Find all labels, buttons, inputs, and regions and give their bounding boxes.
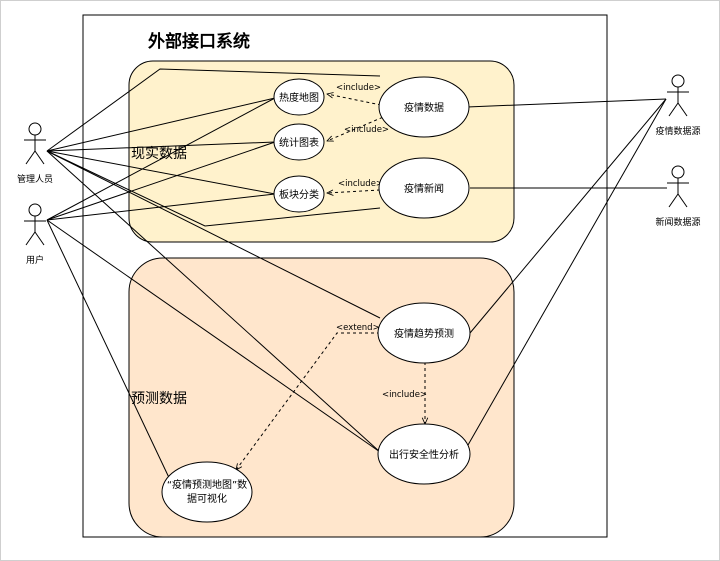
assoc-user-stats (46, 141, 276, 221)
usecase-epidemic-data-label: 疫情数据 (404, 101, 444, 114)
usecase-board[interactable]: 板块分类 (273, 175, 325, 213)
usecase-travel[interactable]: 出行安全性分析 (377, 423, 471, 485)
real-data-label: 现实数据 (131, 146, 187, 162)
relation-labels: <include> <include> <include> <include> … (336, 83, 427, 400)
include-arrow-stats (327, 114, 389, 141)
assoc-user-heatmap (46, 97, 276, 221)
assoc-admin-epidemic-news (46, 150, 381, 227)
actor-news-source[interactable] (667, 165, 689, 208)
dependencies (236, 94, 425, 470)
assoc-source-travel (463, 98, 667, 453)
actor-admin[interactable] (24, 122, 46, 165)
assoc-source-trend (469, 98, 667, 334)
actor-admin-head (28, 122, 42, 136)
usecase-travel-label: 出行安全性分析 (389, 448, 459, 461)
usecase-board-label: 板块分类 (279, 188, 319, 201)
include-arrow-board (327, 190, 381, 193)
assoc-user-board (46, 193, 276, 221)
assoc-admin-board (46, 150, 276, 195)
usecase-epidemic-data[interactable]: 疫情数据 (378, 76, 470, 138)
actor-epidemic-source[interactable] (667, 74, 689, 117)
actor-news-source-head (671, 165, 685, 179)
usecase-trend[interactable]: 疫情趋势预测 (377, 302, 471, 364)
assoc-source-epidemic-data (466, 98, 667, 108)
assoc-admin-trend (46, 150, 381, 319)
assoc-admin-epidemic-data (46, 68, 381, 152)
actor-user[interactable] (24, 203, 46, 246)
actor-user-label: 用户 (26, 254, 44, 266)
usecase-map-vis-label-2: 据可视化 (187, 492, 227, 505)
include-label-2: <include> (344, 125, 389, 135)
actor-news-source-label: 新闻数据源 (655, 216, 700, 228)
usecase-stats[interactable]: 统计图表 (273, 123, 325, 161)
usecase-epidemic-news-label: 疫情新闻 (404, 182, 444, 195)
actor-admin-label: 管理人员 (17, 173, 53, 185)
usecase-map-vis-label-1: “疫情预测地图”数 (167, 478, 247, 491)
actor-epidemic-source-head (671, 74, 685, 88)
usecase-heatmap[interactable]: 热度地图 (273, 78, 325, 116)
associations (46, 68, 667, 485)
assoc-user-map-vis (46, 219, 173, 485)
include-label-4: <include> (382, 390, 427, 400)
extend-label: <extend> (336, 323, 380, 333)
system-title: 外部接口系统 (148, 31, 250, 52)
predict-data-label: 预测数据 (131, 391, 187, 407)
actor-epidemic-source-label: 疫情数据源 (655, 125, 700, 137)
usecase-stats-label: 统计图表 (279, 136, 319, 149)
assoc-admin-heatmap (46, 97, 276, 152)
assoc-admin-stats (46, 141, 276, 152)
usecase-map-vis[interactable]: “疫情预测地图”数 据可视化 (161, 461, 253, 523)
extend-arrow-map-vis (236, 332, 380, 470)
include-label-3: <include> (338, 179, 383, 189)
include-label-1: <include> (336, 83, 381, 93)
usecase-trend-label: 疫情趋势预测 (394, 327, 454, 340)
actor-user-head (28, 203, 42, 217)
assoc-user-travel (46, 219, 381, 453)
usecase-epidemic-news[interactable]: 疫情新闻 (378, 157, 470, 219)
usecase-heatmap-label: 热度地图 (279, 91, 319, 104)
